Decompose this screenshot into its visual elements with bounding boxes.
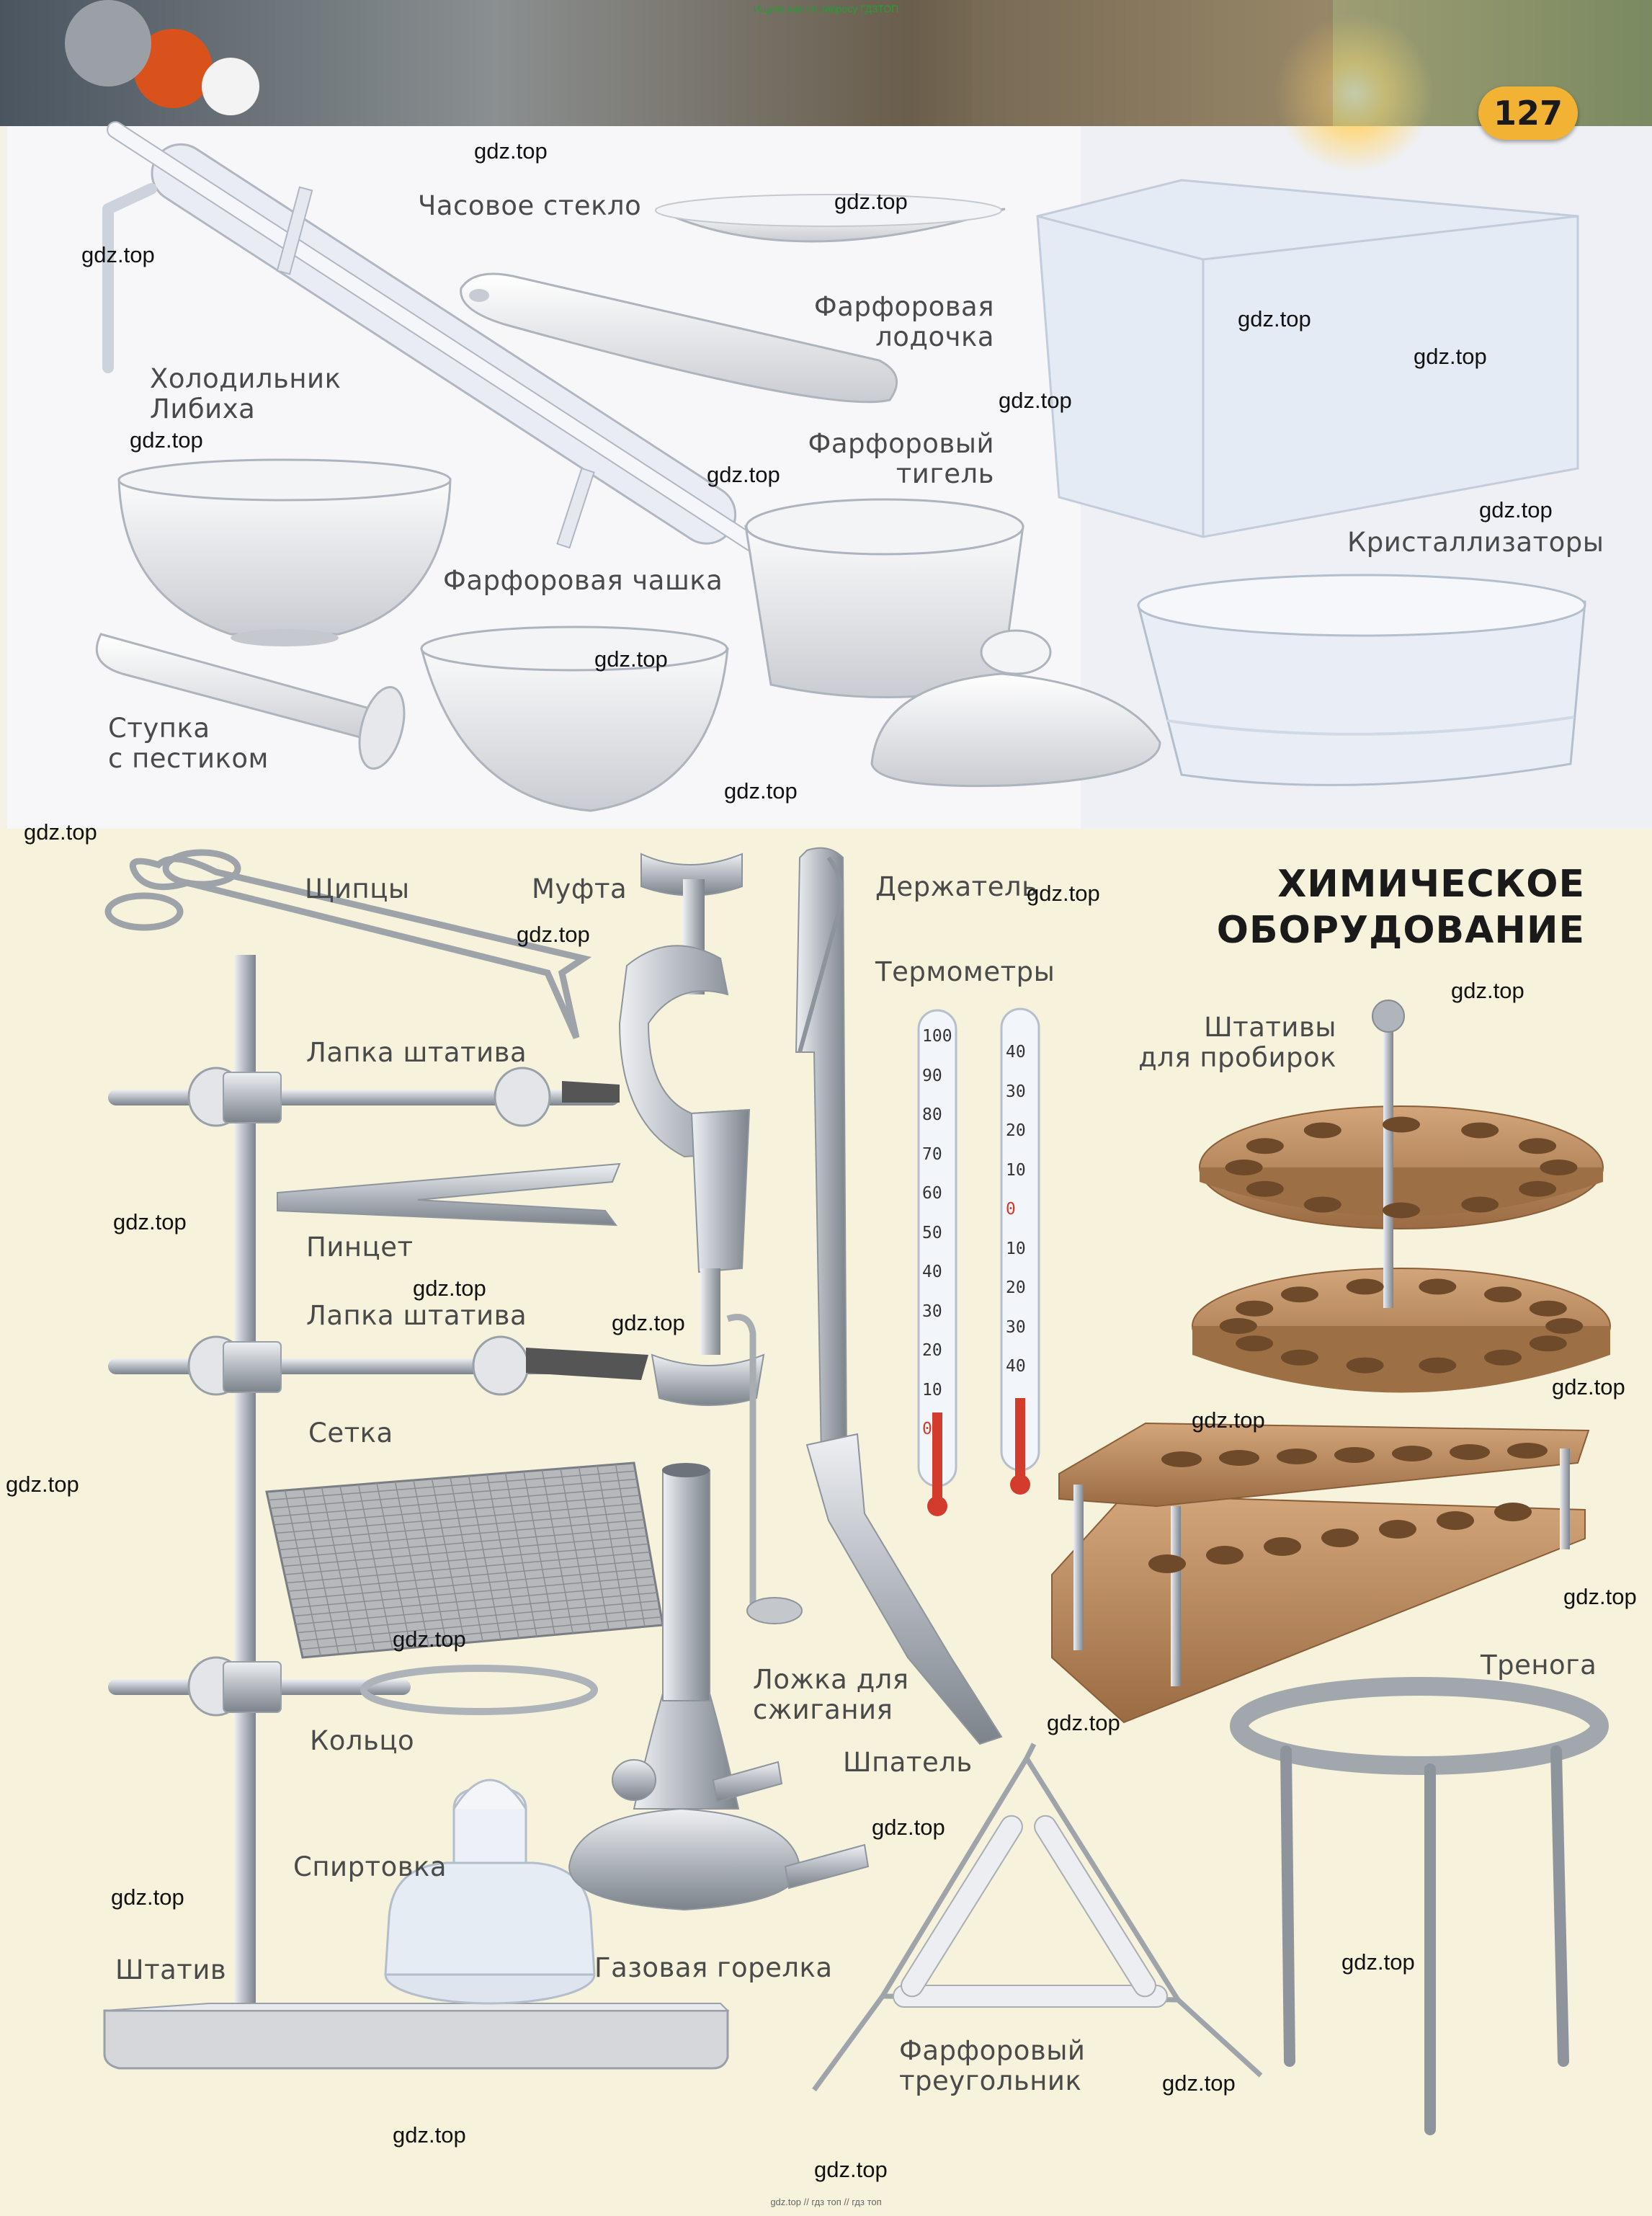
watermark: gdz.top <box>814 2157 888 2182</box>
label-thermometers: Термометры <box>875 956 1055 987</box>
thermometer-scale-value: 20 <box>1006 1121 1026 1140</box>
thermometer-scale-value: 20 <box>1006 1278 1026 1297</box>
thermometer-scale-value: 40 <box>1006 1043 1026 1062</box>
label-mortar-pestle: Ступка с пестиком <box>108 713 269 774</box>
watermark: gdz.top <box>130 427 203 453</box>
thermometer-scale-value: 100 <box>922 1027 952 1046</box>
thermometer-scale-value: 30 <box>1006 1317 1026 1337</box>
watermark: gdz.top <box>724 778 798 804</box>
watermark: gdz.top <box>612 1310 685 1335</box>
label-spirit-lamp: Спиртовка <box>293 1851 447 1882</box>
label-porcelain-boat: Фарфоровая лодочка <box>813 291 994 352</box>
label-crucible: Фарфоровый тигель <box>808 428 994 489</box>
thermometer-scale-value: 90 <box>922 1066 942 1085</box>
label-clamp-coupling: Муфта <box>532 873 628 904</box>
thermometer-scale-value: 10 <box>1006 1160 1026 1180</box>
label-stand: Штатив <box>115 1954 227 1985</box>
label-gas-burner: Газовая горелка <box>594 1952 833 1983</box>
thermometer-scale-value: 70 <box>922 1144 942 1164</box>
thermometer-scale-value: 0 <box>1006 1200 1016 1219</box>
watermark: gdz.top <box>594 646 668 672</box>
watermark: gdz.top <box>1451 978 1524 1003</box>
watermark: gdz.top <box>517 922 590 947</box>
watermark: gdz.top <box>1341 1949 1415 1975</box>
thermometer-scale-value: 50 <box>922 1223 942 1242</box>
thermometer-scale-value: 40 <box>1006 1357 1026 1376</box>
label-tube-racks: Штативы для пробирок <box>1138 1012 1336 1073</box>
watermark: gdz.top <box>1027 881 1100 906</box>
watermark: gdz.top <box>1479 497 1553 522</box>
watermark: gdz.top <box>1162 2070 1236 2096</box>
watermark: gdz.top <box>113 1209 187 1234</box>
label-stand-clamp-2: Лапка штатива <box>306 1300 527 1331</box>
label-holder: Держатель <box>875 871 1038 902</box>
watermark: gdz.top <box>872 1815 945 1840</box>
thermometer-scale-value: 0 <box>922 1420 932 1438</box>
watermark: gdz.top <box>6 1472 79 1497</box>
label-tongs: Щипцы <box>305 873 410 904</box>
thermometer-scale-value: 60 <box>922 1184 942 1203</box>
watermark: gdz.top <box>707 462 780 487</box>
watermark: gdz.top <box>393 2122 466 2148</box>
thermometer-scale-value: 80 <box>922 1105 942 1124</box>
thermometer-scale-value: 30 <box>1006 1082 1026 1101</box>
section-heading: ХИМИЧЕСКОЕ ОБОРУДОВАНИЕ <box>1109 861 1585 953</box>
watermark: gdz.top <box>1563 1584 1637 1609</box>
label-ring: Кольцо <box>310 1725 415 1756</box>
label-porcelain-triangle: Фарфоровый треугольник <box>899 2035 1086 2096</box>
watermark: gdz.top <box>1192 1407 1265 1433</box>
thermometer-scale-value: 30 <box>922 1301 942 1321</box>
watermark: gdz.top <box>1552 1374 1625 1400</box>
watermark: gdz.top <box>834 189 908 214</box>
watermark: gdz.top <box>111 1885 184 1910</box>
watermark: gdz.top <box>999 388 1072 413</box>
heading-line-2: ОБОРУДОВАНИЕ <box>1216 909 1585 952</box>
label-gauze: Сетка <box>308 1418 393 1449</box>
label-crystallizers: Кристаллизаторы <box>1347 527 1604 558</box>
label-combustion-spoon: Ложка для сжигания <box>753 1664 909 1725</box>
heading-line-1: ХИМИЧЕСКОЕ <box>1277 863 1585 906</box>
watermark: gdz.top <box>81 242 155 267</box>
label-liebig-condenser: Холодильник Либиха <box>150 363 341 424</box>
thermometer-scale-value: 20 <box>922 1341 942 1360</box>
thermometer-scale-value: 10 <box>922 1380 942 1400</box>
label-tripod: Тренога <box>1481 1650 1597 1681</box>
watermark: gdz.top <box>24 819 97 845</box>
watermark: gdz.top <box>474 138 548 164</box>
watermark: gdz.top <box>1047 1710 1120 1735</box>
label-porcelain-bowl: Фарфоровая чашка <box>443 565 723 596</box>
label-watch-glass: Часовое стекло <box>418 190 642 221</box>
watermark: gdz.top <box>393 1627 466 1652</box>
watermark: gdz.top <box>1238 306 1311 331</box>
label-spatula: Шпатель <box>843 1747 973 1778</box>
search-hint[interactable]: Ищите нас по запросу ГДЗТОП <box>753 3 899 14</box>
watermark: gdz.top <box>1414 344 1487 369</box>
thermometer-scale-value: 10 <box>1006 1239 1026 1258</box>
page-number: 127 <box>1478 86 1578 140</box>
label-tweezers: Пинцет <box>306 1232 414 1263</box>
thermometer-scale-value: 40 <box>922 1263 942 1281</box>
label-stand-clamp-1: Лапка штатива <box>306 1037 527 1068</box>
watermark: gdz.top <box>413 1276 486 1301</box>
footer-links[interactable]: gdz.top // гдз топ // гдз топ <box>770 2197 882 2207</box>
